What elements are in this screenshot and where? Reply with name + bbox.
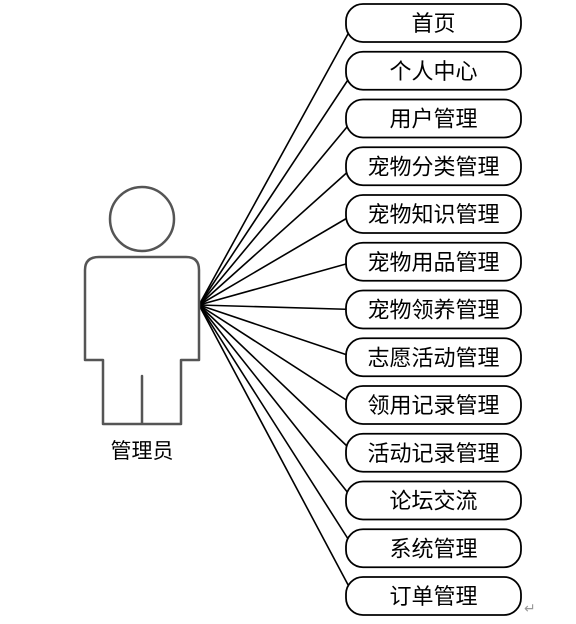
use-case-box xyxy=(345,241,522,282)
connector-line xyxy=(198,213,355,306)
use-case: 论坛交流 xyxy=(345,480,522,521)
use-case-label: 用户管理 xyxy=(389,108,477,133)
connector-line xyxy=(198,304,355,501)
connector-line xyxy=(198,304,355,359)
connector-line xyxy=(198,165,355,306)
paragraph-mark: ↵ xyxy=(524,601,536,617)
use-case-label: 宠物知识管理 xyxy=(367,203,499,228)
use-case-box xyxy=(345,337,522,378)
use-case-label: 宠物领养管理 xyxy=(367,299,499,324)
use-case: 宠物分类管理 xyxy=(345,146,522,187)
use-case-box xyxy=(345,576,522,616)
use-case-label: 个人中心 xyxy=(389,60,477,85)
use-case: 首页 xyxy=(345,3,522,43)
use-case-label: 论坛交流 xyxy=(389,490,477,515)
use-case: 个人中心 xyxy=(345,50,522,91)
use-case: 系统管理 xyxy=(345,528,522,569)
actor-head xyxy=(108,185,176,253)
connector-line xyxy=(198,70,355,306)
connector-line xyxy=(198,304,355,406)
use-case: 活动记录管理 xyxy=(345,432,522,473)
use-case-label: 志愿活动管理 xyxy=(367,346,499,371)
use-case-box xyxy=(345,98,522,139)
connector-line xyxy=(198,22,355,306)
use-case: 志愿活动管理 xyxy=(345,337,522,378)
use-case: 领用记录管理 xyxy=(345,385,522,425)
connector-line xyxy=(198,260,355,306)
use-case-box xyxy=(345,480,522,521)
connector-lines xyxy=(198,22,355,597)
use-case: 宠物用品管理 xyxy=(345,241,522,282)
use-case-label: 宠物分类管理 xyxy=(367,155,499,180)
use-case-box xyxy=(345,528,522,569)
use-case-box xyxy=(345,194,522,234)
use-case-label: 首页 xyxy=(411,12,455,37)
use-case-box xyxy=(345,50,522,91)
use-case-label: 活动记录管理 xyxy=(367,442,499,467)
use-case: 订单管理 xyxy=(345,576,522,616)
connector-line xyxy=(198,304,355,549)
use-case: 宠物知识管理 xyxy=(345,194,522,234)
connector-line xyxy=(198,304,355,597)
use-case: 用户管理 xyxy=(345,98,522,139)
admin-actor xyxy=(83,185,201,426)
use-case-box xyxy=(345,432,522,473)
use-case-box xyxy=(345,146,522,187)
actor-label: 管理员 xyxy=(111,439,174,463)
connector-line xyxy=(198,304,355,454)
use-case-label: 订单管理 xyxy=(389,585,477,610)
use-case-label: 领用记录管理 xyxy=(367,394,499,419)
use-case-list: 首页个人中心用户管理宠物分类管理宠物知识管理宠物用品管理宠物领养管理志愿活动管理… xyxy=(345,3,522,616)
actor-body xyxy=(83,255,201,426)
use-case-label: 系统管理 xyxy=(389,537,477,562)
use-case-box xyxy=(345,289,522,330)
use-case: 宠物领养管理 xyxy=(345,289,522,330)
use-case-box xyxy=(345,385,522,425)
connector-line xyxy=(198,304,355,311)
use-case-label: 宠物用品管理 xyxy=(367,251,499,276)
connector-line xyxy=(198,117,355,306)
use-case-box xyxy=(345,3,522,43)
